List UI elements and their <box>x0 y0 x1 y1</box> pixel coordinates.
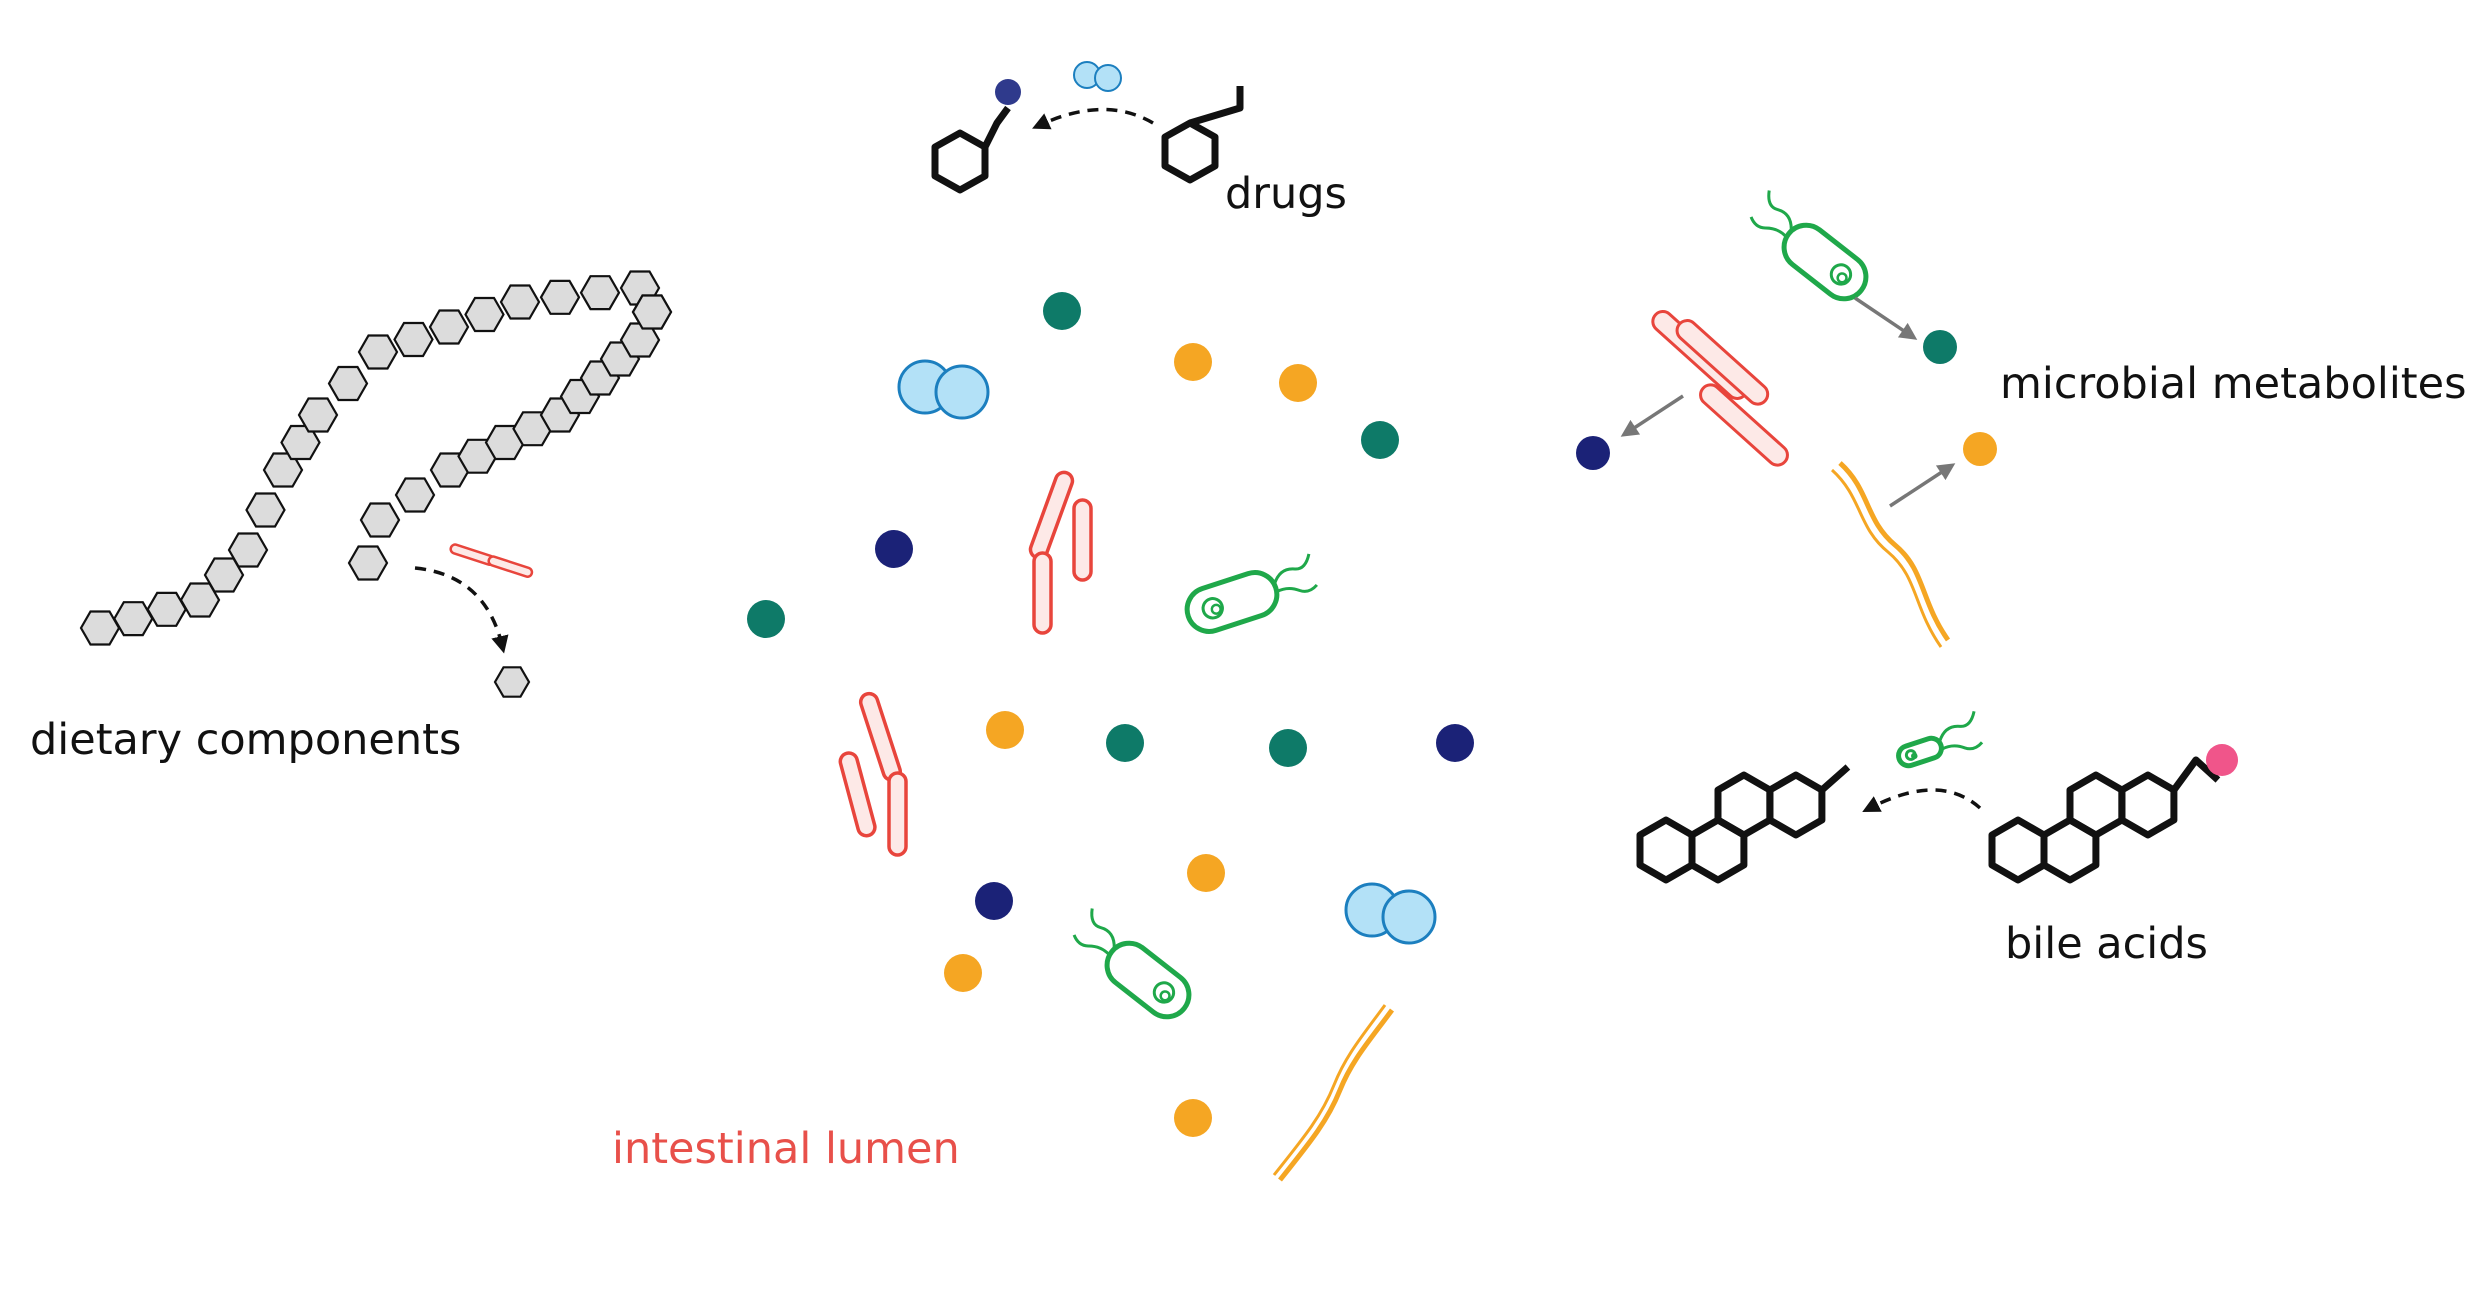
hexagon-unit <box>227 532 269 568</box>
metabolite-dot-teal <box>1106 724 1144 762</box>
digestion-arrow <box>414 566 509 654</box>
metabolite-dot-navy <box>1436 724 1474 762</box>
metabolite-arrow-3 <box>1889 463 1956 508</box>
metabolite-dot-navy <box>1576 436 1610 470</box>
lumen-light-blue-pairs <box>897 359 1437 945</box>
polysaccharide-chains <box>79 270 673 646</box>
secondary-bile-acid-molecule <box>1636 764 1851 884</box>
small-rods-icon <box>449 543 534 578</box>
hexagon-unit <box>499 284 541 320</box>
bacterium-body <box>1749 190 1869 302</box>
metabolite-dot-teal <box>1269 729 1307 767</box>
microbial-metabolites-label: microbial metabolites <box>2000 359 2467 409</box>
metabolite-dot-teal <box>1361 421 1399 459</box>
spirochete-icon <box>1838 461 1951 642</box>
bacterium-body <box>1072 908 1192 1020</box>
drug-conversion-arrow <box>1032 107 1154 130</box>
metabolite-dot-orange <box>1174 343 1212 381</box>
hexagon-unit <box>327 365 369 402</box>
metabolite-arrow-2 <box>1620 394 1684 437</box>
lumen-green-bacteria <box>1072 553 1319 1020</box>
metabolite-dot-teal <box>1043 292 1081 330</box>
hexagon-unit <box>146 591 187 627</box>
metabolite-dot-teal <box>1923 330 1957 364</box>
dietary-components-label: dietary components <box>30 715 461 765</box>
hexagon-unit <box>357 334 399 370</box>
hexagon-unit <box>297 397 339 433</box>
lumen-metabolite-dots <box>747 292 1474 1137</box>
metabolite-dot-orange <box>1963 432 1997 466</box>
hexagon-unit <box>428 309 470 345</box>
metabolite-dot-orange <box>1187 854 1225 892</box>
lumen-red-rods <box>838 470 1093 857</box>
lumen-spirochete-icon <box>1272 1004 1395 1182</box>
red-rods-group <box>1651 310 1789 467</box>
drug-molecule-product <box>931 105 1011 194</box>
metabolite-dot-orange <box>986 711 1024 749</box>
bacterium-body <box>1184 553 1319 634</box>
drug-metabolising-bacteria-icon <box>1073 61 1122 92</box>
hexagon-unit <box>347 545 389 581</box>
hexagon-unit <box>631 294 673 330</box>
hexagon-unit <box>493 666 531 698</box>
hexagon-unit <box>113 601 154 637</box>
bile-conversion-arrow <box>1862 788 1982 812</box>
metabolite-dot-navy <box>975 882 1013 920</box>
hexagon-unit <box>464 296 505 333</box>
hexagon-unit <box>359 502 401 538</box>
hexagon-unit <box>394 477 436 513</box>
spirochete-icon-strand <box>1830 468 1943 648</box>
bile-acids-label: bile acids <box>2005 919 2208 969</box>
hexagon-unit <box>539 279 581 315</box>
metabolite-dot-navy <box>875 530 913 568</box>
intestinal-lumen-label: intestinal lumen <box>612 1124 960 1174</box>
bacterium-body <box>1896 710 1984 769</box>
released-monosaccharide <box>493 666 531 698</box>
metabolite-dot-teal <box>747 600 785 638</box>
drugs-label: drugs <box>1225 169 1347 219</box>
hexagon-unit <box>245 492 286 528</box>
primary-bile-acid-molecule <box>1988 756 2221 884</box>
green-bacterium-icon <box>1749 190 1869 302</box>
metabolite-arrow-1 <box>1854 296 1918 340</box>
hexagon-unit <box>579 275 621 311</box>
metabolite-dot-orange <box>944 954 982 992</box>
bile-conjugate-dot <box>2206 744 2238 776</box>
small-green-bacterium-icon <box>1896 710 1984 769</box>
drug-molecule-substrate <box>1161 86 1244 184</box>
metabolite-dot-orange <box>1279 364 1317 402</box>
drug-conjugate-dot <box>995 79 1021 105</box>
hexagon-unit <box>393 321 434 358</box>
metabolite-dot-orange <box>1174 1099 1212 1137</box>
hexagon-unit <box>79 610 121 646</box>
